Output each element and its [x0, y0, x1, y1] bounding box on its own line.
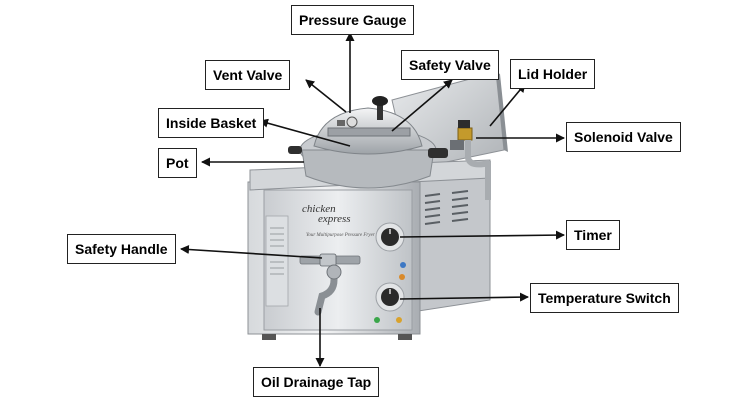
info-plate	[265, 215, 289, 307]
side-vents	[424, 190, 469, 225]
vent-valve-stub	[337, 120, 345, 126]
arrow-safety-valve	[391, 79, 453, 132]
solenoid-valve-body	[457, 127, 473, 141]
drainage-tap-base	[326, 264, 342, 280]
label-pressure-gauge: Pressure Gauge	[291, 5, 415, 35]
power-light-green	[374, 317, 380, 323]
brand-line-1: chicken	[302, 203, 336, 215]
arrow-inside-basket	[259, 118, 351, 147]
lid-knob	[372, 96, 388, 106]
label-vent-valve: Vent Valve	[205, 60, 291, 90]
label-safety-valve: Safety Valve	[401, 50, 499, 80]
arrow-vent-valve	[305, 79, 347, 113]
pressure-gauge-dial	[346, 116, 358, 128]
info-plate-lines	[270, 227, 284, 275]
label-lid-holder: Lid Holder	[510, 59, 596, 89]
safety-handle-lever	[319, 253, 337, 267]
label-oil-drainage-tap: Oil Drainage Tap	[253, 367, 380, 397]
temperature-knob	[381, 288, 399, 306]
label-temperature-switch: Temperature Switch	[530, 283, 679, 313]
solenoid-pipe	[465, 140, 491, 200]
arrow-lid-holder	[489, 83, 526, 127]
foot-right	[398, 334, 412, 340]
arrow-temperature-switch	[399, 292, 529, 302]
pot-handle-right	[428, 148, 448, 158]
indicator-light-blue	[400, 262, 406, 268]
pot-body	[301, 149, 435, 189]
solenoid-coupling	[450, 140, 464, 150]
label-safety-handle: Safety Handle	[67, 234, 176, 264]
lid-holder-block	[458, 120, 470, 128]
arrow-safety-handle	[180, 245, 323, 259]
lid-knob-stem	[377, 104, 383, 120]
label-pot: Pot	[158, 148, 197, 178]
brand-line-2: express	[318, 213, 351, 225]
label-solenoid-valve: Solenoid Valve	[566, 122, 681, 152]
power-light-orange	[396, 317, 402, 323]
label-inside-basket: Inside Basket	[158, 108, 265, 138]
indicator-light-orange	[399, 274, 405, 280]
lid-crossbar	[327, 127, 411, 137]
foot-left	[262, 334, 276, 340]
arrow-timer	[399, 230, 565, 240]
drainage-tap	[314, 268, 338, 316]
timer-knob	[381, 228, 399, 246]
product-subtitle: Your Multipurpose Pressure Fryer	[306, 233, 375, 238]
pot-handle-left	[288, 146, 302, 154]
label-timer: Timer	[566, 220, 620, 250]
callout-arrows	[180, 32, 565, 367]
